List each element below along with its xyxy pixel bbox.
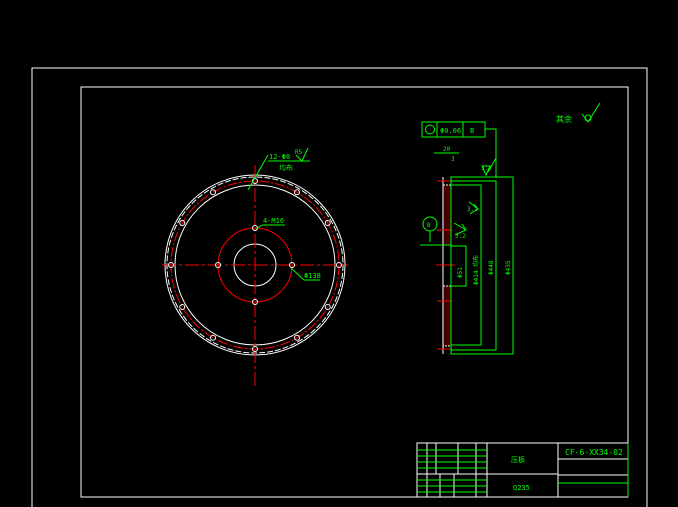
label-inner-holes: 4-M16 [263,217,284,225]
dim-pcd-line [450,184,482,346]
drawing-frame [80,86,629,498]
label-outer-holes-note: 均布 [279,163,293,172]
leader-inner-holes [255,224,263,230]
side-dimension-lines [420,157,514,355]
dim-thickness: 20 [443,146,451,153]
material: Q235 [513,484,530,492]
tolerance-datum: B [470,127,474,135]
bolt-hole [324,304,331,310]
bolt-hole [210,189,216,196]
roughness-other-symbol [581,102,601,123]
concentricity-icon [425,124,435,135]
bolt-hole [210,334,216,341]
bolt-hole [179,220,186,226]
bolt-hole [289,262,295,268]
bolt-hole [252,346,258,352]
tolerance-leader [485,128,497,178]
section-hatch-top [442,184,452,246]
front-view: 12-Φ8 均布 R5 4-M16 Φ138 [162,147,348,388]
datum-label: B [427,222,431,229]
leader-outer-holes [247,154,269,191]
dim-outer: Φ435 [505,260,512,275]
roughness-side-2-symbol [453,222,468,236]
roughness-side-3-symbol [481,157,497,177]
roughness-side-2: 3.2 [455,233,466,240]
roughness-circle-symbol [584,114,592,122]
side-centerlines [436,180,455,350]
section-hatch-bottom [442,285,452,347]
bolt-hole [294,334,300,341]
dim-pcd: Φ414 均布 [472,255,480,285]
dim-bore: Φ51 [457,267,464,278]
outer-sheet-border [31,67,648,507]
dim-outer-line [450,176,514,355]
dim-step: 3 [451,156,455,163]
roughness-side: 3.2 [467,206,478,213]
bolt-hole [252,299,258,305]
bolt-hole [336,262,342,268]
bolt-hole [294,189,300,196]
leader-bolt-circle [290,267,305,281]
label-bolt-circle: Φ138 [304,272,321,280]
bolt-hole [324,220,331,226]
title-block-grid [426,443,477,497]
roughness-side-3: 3.2 [481,165,492,172]
title-block: 压板 Q235 CF-6-XX34-02 [416,442,629,498]
roughness-symbol [295,147,309,162]
part-name: 压板 [511,455,525,464]
drawing-number: CF-6-XX34-02 [565,448,623,457]
roughness-side-symbol [468,201,479,215]
dim-inner: Φ448 [488,260,495,275]
label-roughness-other: 其余 [556,114,572,124]
title-block-rows [417,443,629,497]
tolerance-value: Φ0.06 [440,127,461,135]
label-outer-holes: 12-Φ8 [269,153,290,161]
dim-bore-line [451,245,467,287]
bolt-hole [215,262,221,268]
label-roughness-top: R5 [295,149,303,156]
bolt-hole [179,304,186,310]
bolt-hole [168,262,174,268]
side-view: 其余 Φ0.06 B 20 3 [420,102,601,355]
